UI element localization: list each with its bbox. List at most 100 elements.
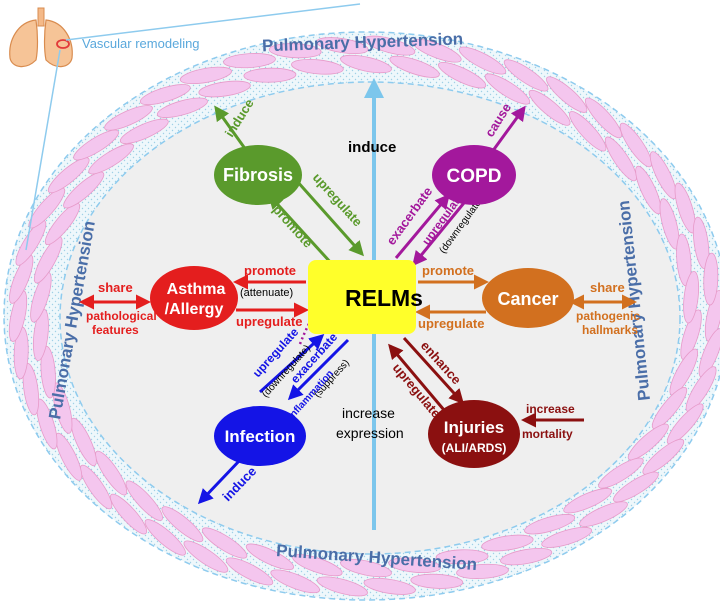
smooth-muscle-cell (389, 55, 440, 78)
smooth-muscle-cell (604, 136, 637, 182)
injuries-node (428, 400, 520, 468)
smooth-muscle-cell (95, 450, 128, 496)
smooth-muscle-cell (15, 220, 47, 266)
lung-icon (9, 7, 73, 68)
svg-text:upregulate: upregulate (236, 314, 302, 329)
svg-text:pathogenic: pathogenic (576, 309, 640, 323)
svg-text:promote: promote (422, 263, 474, 278)
smooth-muscle-cell (316, 576, 368, 597)
smooth-muscle-cell (109, 493, 148, 535)
smooth-muscle-cell (659, 198, 680, 250)
smooth-muscle-cell (619, 122, 653, 168)
smooth-muscle-cell (179, 66, 232, 85)
smooth-muscle-cell (598, 457, 644, 489)
svg-text:(attenuate): (attenuate) (240, 287, 293, 299)
smooth-muscle-cell (412, 38, 462, 63)
smooth-muscle-cell (546, 76, 588, 113)
copd-node (432, 145, 516, 205)
expression-label: expression (336, 425, 404, 441)
smooth-muscle-cell (364, 35, 416, 56)
smooth-muscle-cell (292, 554, 343, 577)
smooth-muscle-cell (363, 577, 416, 595)
smooth-muscle-cell (674, 182, 696, 234)
fibrosis-label: Fibrosis (223, 165, 293, 185)
infection-label: Infection (225, 427, 296, 446)
smooth-muscle-cell (316, 37, 369, 55)
smooth-muscle-cell (458, 46, 507, 75)
smooth-muscle-cell (541, 526, 593, 548)
asthma-group: share pathological features promote (att… (79, 263, 309, 337)
smooth-muscle-cell (340, 558, 392, 578)
fibrosis-node (214, 145, 302, 205)
svg-text:features: features (92, 323, 139, 337)
smooth-muscle-cell (183, 540, 229, 573)
svg-text:pathological: pathological (86, 309, 157, 323)
smooth-muscle-cell (579, 501, 628, 527)
relms-label: RELMs (345, 285, 423, 311)
smooth-muscle-cell (584, 97, 623, 139)
smooth-muscle-cell (703, 252, 719, 306)
svg-text:promote: promote (244, 263, 296, 278)
smooth-muscle-cell (79, 464, 113, 510)
smooth-muscle-cell (119, 118, 169, 144)
smooth-muscle-cell (36, 398, 58, 450)
smooth-muscle-cell (243, 67, 297, 83)
smooth-muscle-cell (627, 423, 669, 461)
smooth-muscle-cell (484, 73, 531, 105)
smooth-muscle-cell (563, 488, 613, 514)
smooth-muscle-cell (435, 549, 489, 565)
smooth-muscle-cell (528, 89, 571, 126)
cancer-group: promote upregulate share pathogenic hall… (415, 263, 640, 337)
smooth-muscle-cell (55, 432, 83, 481)
smooth-muscle-cell (44, 202, 81, 246)
svg-text:share: share (98, 280, 133, 295)
smooth-muscle-cell (223, 53, 276, 69)
smooth-muscle-cell (649, 151, 677, 200)
smooth-muscle-cell (33, 236, 63, 284)
smooth-muscle-cell (613, 471, 659, 503)
smooth-muscle-cell (410, 573, 464, 589)
smooth-muscle-cell (481, 534, 534, 552)
smooth-muscle-cell (47, 157, 90, 194)
smooth-muscle-cell (104, 105, 153, 131)
relms-node (308, 260, 416, 334)
smooth-muscle-cell (635, 165, 662, 215)
injuries-label-1: Injuries (444, 418, 504, 437)
svg-text:increase: increase (526, 402, 575, 416)
smooth-muscle-cell (125, 480, 163, 521)
smooth-muscle-cell (70, 417, 97, 467)
cancer-node (482, 268, 574, 328)
increase-label: increase (342, 405, 395, 421)
svg-text:upregulate: upregulate (418, 316, 484, 331)
cancer-label: Cancer (497, 289, 558, 309)
induce-label: induce (348, 139, 396, 156)
asthma-label-1: Asthma (167, 281, 226, 298)
copd-label: COPD (447, 166, 502, 187)
smooth-muscle-cell (144, 519, 186, 556)
smooth-muscle-cell (156, 97, 208, 118)
smooth-muscle-cell (524, 514, 576, 535)
smooth-muscle-cell (683, 270, 700, 324)
smooth-muscle-cell (388, 557, 441, 573)
smooth-muscle-cell (642, 438, 685, 475)
smooth-muscle-cell (685, 366, 717, 412)
smooth-muscle-cell (291, 59, 344, 75)
smooth-muscle-cell (63, 171, 105, 209)
smooth-muscle-cell (201, 527, 248, 559)
smooth-muscle-cell (666, 403, 704, 445)
smooth-muscle-cell (651, 386, 688, 430)
asthma-node (150, 266, 238, 330)
smooth-muscle-cells (8, 35, 720, 597)
vessel-highlight-icon (56, 39, 70, 49)
smooth-muscle-cell (88, 143, 134, 175)
smooth-muscle-cell (500, 547, 553, 566)
smooth-muscle-cell (268, 43, 322, 59)
smooth-muscle-cell (139, 84, 191, 106)
asthma-label-2: /Allergy (165, 301, 224, 318)
svg-text:hallmarks: hallmarks (582, 323, 638, 337)
smooth-muscle-cell (669, 348, 699, 396)
smooth-muscle-cell (161, 506, 204, 543)
svg-text:share: share (590, 280, 625, 295)
smooth-muscle-cell (270, 569, 320, 594)
